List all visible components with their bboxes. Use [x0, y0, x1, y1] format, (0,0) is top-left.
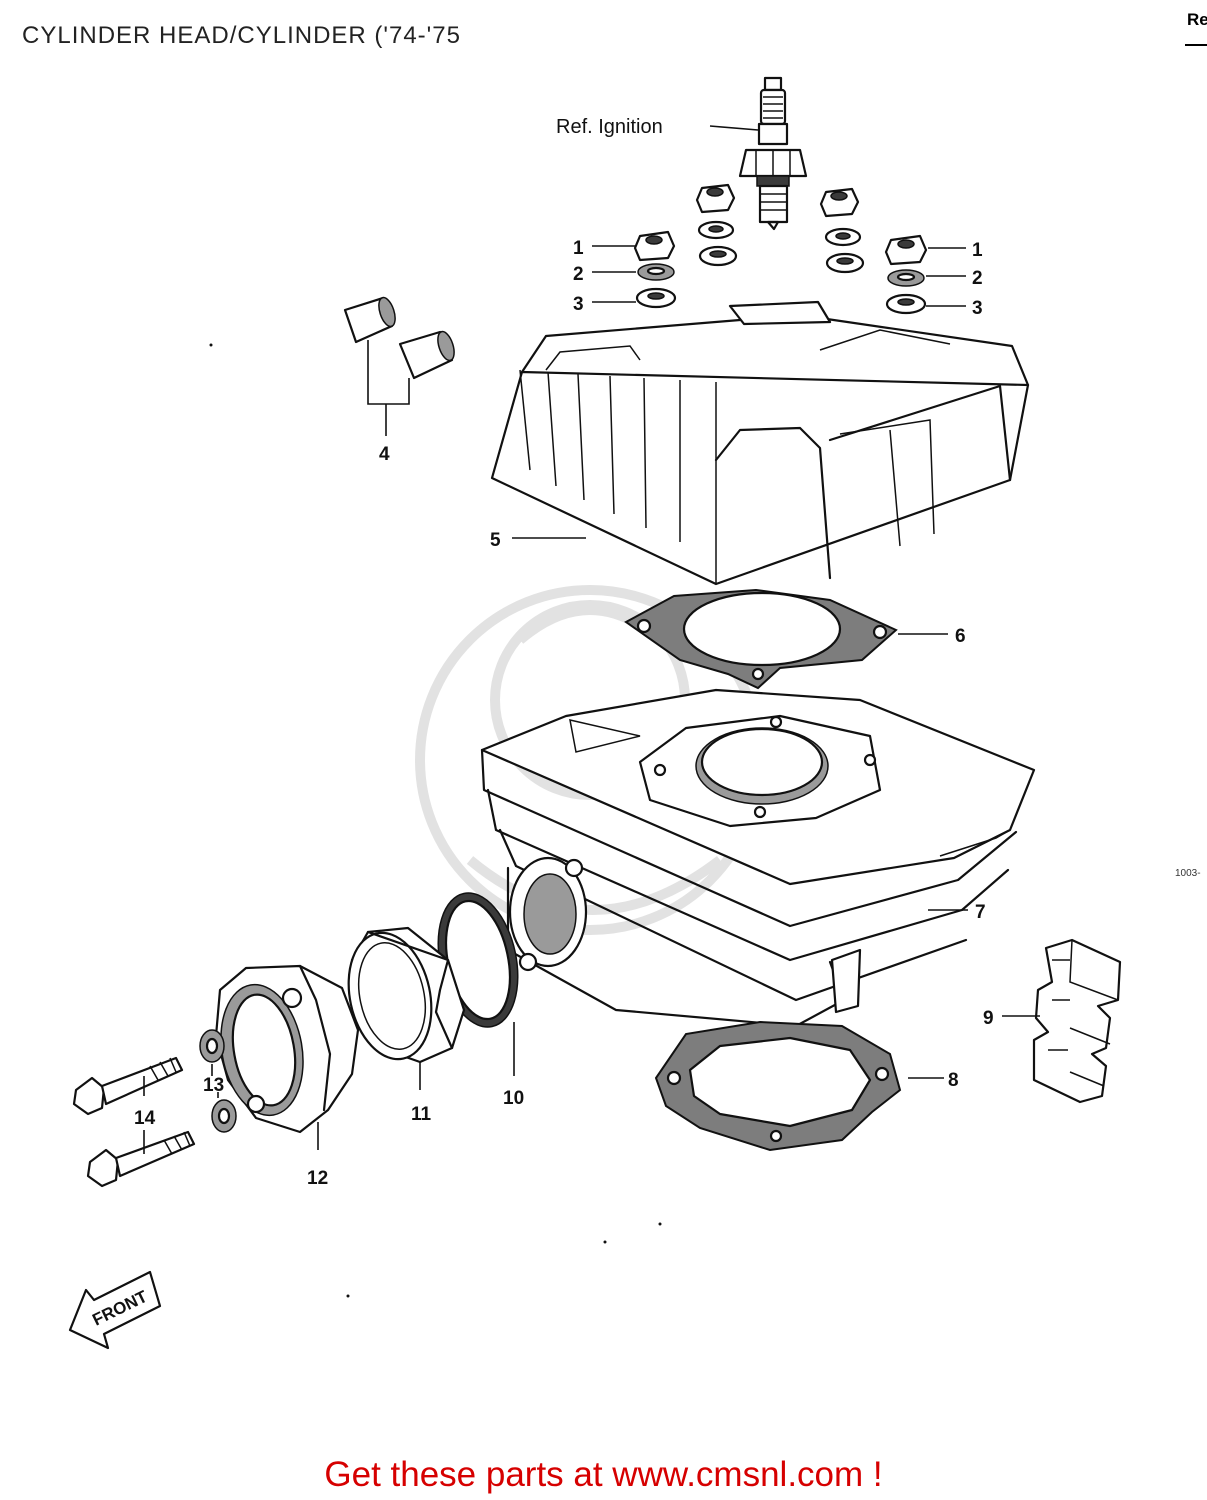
- callout-1-right: 1: [972, 240, 983, 261]
- intake-sleeve: [347, 926, 466, 1064]
- washer-left-3: [635, 287, 677, 309]
- callout-9: 9: [983, 1008, 994, 1029]
- cylinder-head: [490, 300, 1030, 586]
- ref-ignition-label: Ref. Ignition: [556, 116, 663, 138]
- cylinder-block: [480, 688, 1036, 1028]
- spark-plug: [738, 76, 808, 231]
- callout-7: 7: [975, 902, 986, 923]
- callout-2-right: 2: [972, 268, 983, 289]
- bolt-lower: [86, 1130, 196, 1188]
- washer-left-2: [637, 263, 675, 281]
- callout-3-right: 3: [972, 298, 983, 319]
- intake-manifold: [214, 964, 360, 1134]
- callout-12: 12: [307, 1168, 328, 1189]
- callout-1-left: 1: [573, 238, 584, 259]
- nut-left: [633, 230, 676, 262]
- callout-14: 14: [134, 1108, 156, 1129]
- footer-link[interactable]: Get these parts at www.cmsnl.com !: [324, 1455, 883, 1494]
- front-arrow: FRONT: [68, 1270, 162, 1350]
- nut-mid-left: [695, 183, 738, 267]
- nut-right: [884, 234, 928, 315]
- corner-reference-text: Re: [1187, 10, 1207, 29]
- callout-5: 5: [490, 530, 501, 551]
- base-gasket: [654, 1020, 902, 1152]
- callout-13: 13: [203, 1075, 224, 1096]
- rubber-block: [1032, 938, 1122, 1104]
- callout-8: 8: [948, 1070, 959, 1091]
- bolt-upper: [72, 1056, 184, 1116]
- washers-13: [199, 1029, 237, 1133]
- callout-6: 6: [955, 626, 966, 647]
- head-gasket: [624, 588, 898, 690]
- corner-rule: [1185, 44, 1207, 46]
- diagram-code: 1003-: [1175, 868, 1201, 879]
- callout-4: 4: [379, 444, 390, 465]
- page-title: CYLINDER HEAD/CYLINDER ('74-'75: [22, 22, 461, 49]
- callout-2-left: 2: [573, 264, 584, 285]
- nut-mid-right: [819, 187, 865, 274]
- callout-10: 10: [503, 1088, 524, 1109]
- callout-11: 11: [411, 1104, 432, 1125]
- callout-3-left: 3: [573, 294, 584, 315]
- cap-pair: [343, 296, 455, 380]
